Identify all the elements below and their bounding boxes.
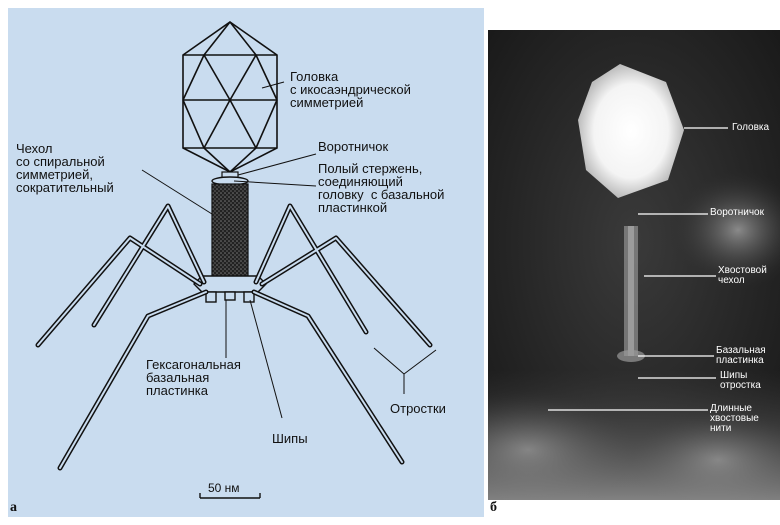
tail-sheath [212, 184, 248, 276]
photo-label-baseplate: Базальная пластинка [716, 346, 766, 366]
panel-letter-a: а [10, 500, 17, 516]
label-core: Полый стержень, соединяющий головку с ба… [318, 162, 444, 214]
label-baseplate: Гексагональная базальная пластинка [146, 358, 241, 397]
photo-label-head: Головка [732, 123, 769, 133]
label-sheath: Чехол со спиральной симметрией, сократит… [16, 142, 114, 194]
label-head: Головка с икосаэндрической симметрией [290, 70, 411, 109]
photo-label-spikes: Шипы отростка [720, 371, 761, 391]
photo-label-collar: Воротничок [710, 208, 764, 218]
photo-label-fibers: Длинные хвостовые нити [710, 404, 759, 434]
head-icosahedron [183, 22, 277, 172]
photo-label-sheath: Хвостовой чехол [718, 266, 767, 286]
panel-letter-b: б [490, 500, 497, 516]
label-spikes: Шипы [272, 432, 308, 445]
scale-bar-label: 50 нм [208, 482, 240, 495]
label-fibers: Отростки [390, 402, 446, 415]
label-collar: Воротничок [318, 140, 388, 153]
